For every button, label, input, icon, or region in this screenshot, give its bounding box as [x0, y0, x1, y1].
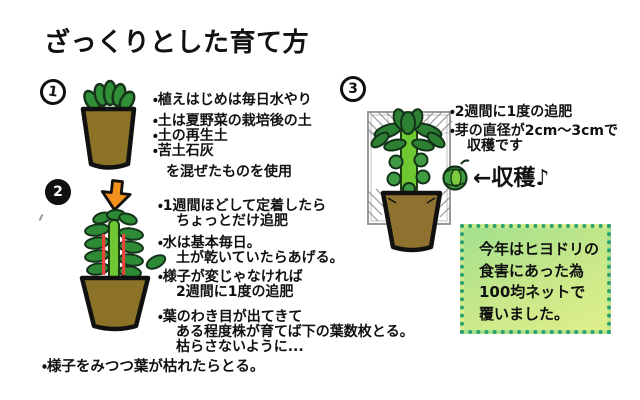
step2-line: 枯らさないように... [176, 339, 304, 355]
sprout-buds [386, 152, 431, 196]
red-stem-lines [102, 234, 126, 275]
info-box-line: 今年はヒヨドリの [479, 240, 600, 258]
step1-line: ・土の再生土 [153, 128, 228, 144]
step2-line: ・1週間ほどして定着したら [158, 198, 327, 214]
step1-line: ・土は夏野菜の栽培後の土 [153, 113, 312, 129]
page-title: ざっくりとした育て方 [44, 28, 310, 58]
pot-shape [80, 106, 137, 170]
step1-text: ・植えはじめは毎日水やり ・土は夏野菜の栽培後の土 ・土の再生土 ・苦土石灰 を… [153, 93, 312, 180]
step1-number: 1 [47, 83, 59, 101]
sketch-mark [38, 213, 44, 222]
step2-line: ちょっとだけ追肥 [176, 213, 288, 229]
step3-line: ・芽の直径が2cm〜3cmで [450, 122, 619, 139]
step2-text: ・1週間ほどして定着したら ちょっとだけ追肥 ・水は基本毎日。 土が乾いていたら… [158, 199, 414, 355]
bottom-note: ・様子をみつつ葉が枯れたらとる。 [42, 359, 265, 375]
pot-rim-marks [387, 197, 436, 204]
harvest-label: ←収穫♪ [473, 166, 550, 191]
info-box: 今年はヒヨドリの 食害にあった為 100均ネットで 覆いました。 [460, 224, 611, 334]
step3-number-badge: 3 [340, 76, 366, 102]
pot-shape [380, 190, 443, 253]
plant-leaves [84, 209, 167, 279]
step2-line: ・水は基本毎日。 [158, 235, 261, 251]
info-box-line: 覆いました。 [479, 304, 570, 323]
young-plant-pot-icon [79, 209, 167, 332]
step3-number: 3 [348, 81, 358, 97]
plant-stem [108, 219, 120, 281]
seedling-pot-icon [80, 79, 137, 170]
step2-line: ・葉のわき目が出てきて [158, 309, 303, 325]
step3-line: ・2週間に1度の追肥 [450, 104, 573, 120]
plant-crown-leaves [370, 108, 446, 152]
netted-plant-pot-icon [367, 108, 453, 253]
seedling-leaves [83, 79, 136, 113]
step2-line: 2週間に1度の追肥 [176, 284, 294, 300]
down-arrow-icon [100, 179, 132, 212]
info-box-line: 100均ネットで [479, 283, 586, 301]
step3-line: 収穫です [467, 138, 523, 154]
step3-text: ・2週間に1度の追肥 ・芽の直径が2cm〜3cmで 収穫です [450, 104, 619, 155]
info-box-line: 食害にあった為 [479, 261, 585, 280]
pot-shape [79, 275, 151, 332]
step1-number-badge: 1 [38, 77, 68, 107]
step2-line: ある程度株が育てば下の葉数枚とる。 [176, 324, 414, 340]
step2-line: 土が乾いていたらあげる。 [176, 250, 344, 266]
step2-number: 2 [53, 184, 63, 200]
step2-line: ・様子が変じゃなければ [158, 269, 303, 285]
step2-number-badge: 2 [45, 179, 71, 205]
step1-footer: を混ぜたものを使用 [166, 164, 292, 180]
step1-line: ・苦土石灰 [153, 143, 214, 159]
step1-line: ・植えはじめは毎日水やり [153, 92, 312, 108]
sprout-icon [442, 159, 470, 191]
